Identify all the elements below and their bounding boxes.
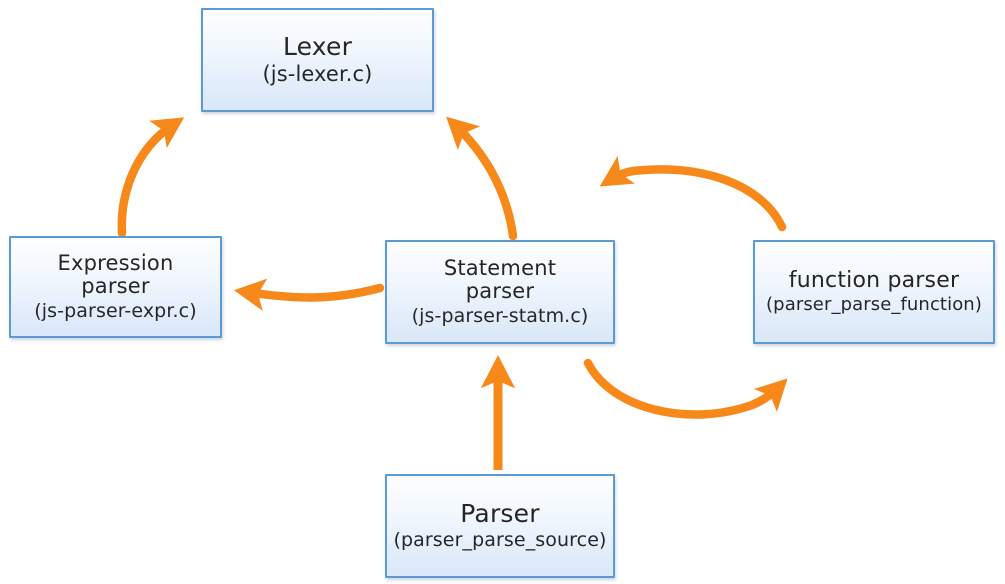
- node-function-parser-subtitle: (parser_parse_function): [766, 294, 982, 316]
- node-lexer-subtitle: (js-lexer.c): [262, 62, 373, 87]
- node-statement-parser-subtitle: (js-parser-statm.c): [411, 304, 589, 327]
- node-parser[interactable]: Parser (parser_parse_source): [385, 474, 615, 578]
- node-statement-parser-title: Statement parser: [443, 255, 557, 304]
- node-expression-parser-subtitle: (js-parser-expr.c): [34, 299, 197, 322]
- arrow-statement-to-expression: [233, 278, 385, 311]
- arrow-function-to-statement: [599, 156, 787, 232]
- node-statement-parser[interactable]: Statement parser (js-parser-statm.c): [385, 240, 615, 344]
- node-function-parser-title: function parser: [788, 267, 960, 293]
- node-lexer-title: Lexer: [282, 32, 353, 62]
- node-function-parser[interactable]: function parser (parser_parse_function): [753, 240, 995, 344]
- node-expression-parser-title: Expression parser: [57, 250, 174, 299]
- arrow-statement-to-function: [583, 358, 788, 419]
- arrow-statement-to-lexer: [446, 116, 518, 241]
- node-parser-title: Parser: [460, 499, 540, 529]
- node-lexer[interactable]: Lexer (js-lexer.c): [201, 8, 434, 112]
- arrow-expression-to-lexer: [117, 117, 185, 238]
- node-parser-subtitle: (parser_parse_source): [393, 529, 607, 552]
- node-expression-parser[interactable]: Expression parser (js-parser-expr.c): [9, 236, 222, 338]
